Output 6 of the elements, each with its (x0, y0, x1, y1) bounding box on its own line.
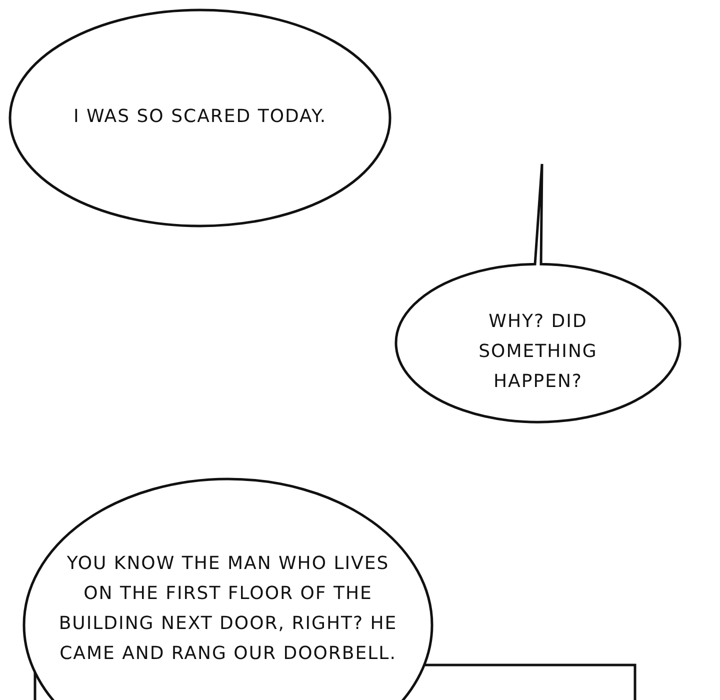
dialogue-text: WHY? DID SOMETHING HAPPEN? (478, 310, 598, 394)
dialogue-text: YOU KNOW THE MAN WHO LIVES ON THE FIRST FLOOR OF THE BUILDING NEXT DOOR, RIGHT? HE CAME AND RANG OUR DOORBELL. (58, 552, 398, 666)
speech-bubble (393, 162, 683, 424)
speech-bubble (22, 477, 434, 700)
speech-bubble (8, 8, 392, 228)
dialogue-text: I WAS SO SCARED TODAY. (72, 105, 328, 129)
